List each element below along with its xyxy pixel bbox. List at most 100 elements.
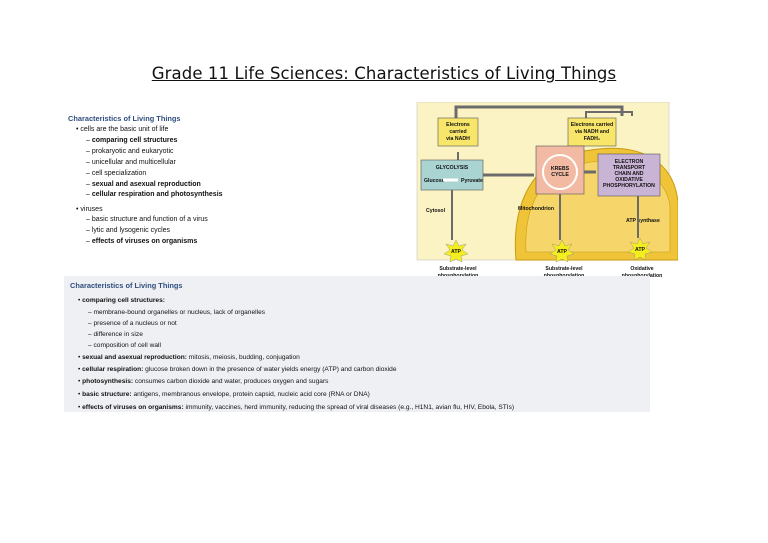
outline-text: unicellular and multicellular [91, 159, 176, 166]
outline-item: • viruses [76, 206, 103, 213]
details-bullet: – [88, 342, 94, 349]
outline-item: – effects of viruses on organisms [86, 238, 197, 245]
outline-bullet: – [86, 181, 92, 188]
krebs-cycle-ring [542, 154, 578, 190]
nadh-label: via NADH [446, 136, 470, 142]
outline-bullet: • [76, 206, 81, 213]
details-bullet: • [78, 391, 83, 398]
outline-item: – comparing cell structures [86, 137, 177, 144]
etc-label: PHOSPHORYLATION [603, 183, 655, 189]
fadh-label: FADH₂ [584, 136, 601, 142]
etc-label: ELECTRON [615, 159, 644, 165]
outline-text: comparing cell structures [91, 137, 178, 144]
details-bullet: – [88, 320, 94, 327]
details-text: antigens, membranous envelope, protein c… [131, 391, 370, 398]
outline-text: lytic and lysogenic cycles [91, 227, 171, 234]
outline-bullet: – [86, 238, 92, 245]
nadh-box [437, 117, 479, 147]
details-term: cellular respiration: [82, 366, 144, 373]
details-text: mitosis, meiosis, budding, conjugation [186, 354, 300, 361]
details-item: • basic structure: antigens, membranous … [78, 391, 370, 398]
atp-label: ATP [451, 249, 462, 255]
glucose-label: Glucose [424, 178, 445, 184]
details-panel: Characteristics of Living Things • compa… [64, 276, 650, 412]
details-item: • cellular respiration: glucose broken d… [78, 366, 397, 373]
details-term: photosynthesis: [82, 378, 134, 385]
fadh-label: via NADH and [575, 129, 609, 135]
phosphorylation-label: Substrate-level [439, 266, 477, 272]
fadh-label: Electrons carried [571, 122, 613, 128]
outline-heading: Characteristics of Living Things [68, 114, 181, 123]
outline-item: – cell specialization [86, 170, 146, 177]
atp-starburst-2: ATP [549, 239, 575, 263]
outline-text: prokaryotic and eukaryotic [91, 148, 174, 155]
etc-box [597, 153, 661, 197]
details-item: • comparing cell structures: [78, 297, 165, 304]
outline-text: viruses [80, 206, 103, 213]
outline-bullet: – [86, 159, 92, 166]
atp-label: ATP [557, 249, 568, 255]
etc-label: CHAIN AND [615, 171, 644, 177]
outline-item: – lytic and lysogenic cycles [86, 227, 170, 234]
outline-bullet: – [86, 191, 92, 198]
krebs-label: KREBS [551, 166, 570, 172]
cytosol-label: Cytosol [426, 208, 446, 214]
details-item: – difference in size [88, 331, 143, 338]
details-item: – presence of a nucleus or not [88, 320, 177, 327]
outline-item: – cellular respiration and photosynthesi… [86, 191, 223, 198]
etc-label: TRANSPORT [613, 165, 646, 171]
outline-item: • cells are the basic unit of life [76, 126, 168, 133]
atp-label: ATP [635, 247, 646, 253]
outline-bullet: – [86, 216, 92, 223]
details-bullet: – [88, 309, 94, 316]
details-item: • effects of viruses on organisms: immun… [78, 404, 514, 411]
outline-text: effects of viruses on organisms [91, 238, 198, 245]
details-bullet: • [78, 354, 83, 361]
details-bullet: • [78, 404, 83, 411]
details-item: • photosynthesis: consumes carbon dioxid… [78, 378, 328, 385]
outline-item: – basic structure and function of a viru… [86, 216, 208, 223]
details-bullet: • [78, 297, 83, 304]
page-title: Grade 11 Life Sciences: Characteristics … [151, 64, 617, 83]
outline-text: sexual and asexual reproduction [91, 181, 201, 188]
details-bullet: – [88, 331, 94, 338]
details-text: immunity, vaccines, herd immunity, reduc… [183, 404, 515, 411]
nadh-label: carried [449, 129, 466, 135]
outline-bullet: • [76, 126, 81, 133]
etc-label: OXIDATIVE [615, 177, 643, 183]
details-bullet: • [78, 366, 83, 373]
details-term: sexual and asexual reproduction: [82, 354, 187, 361]
details-bullet: • [78, 378, 83, 385]
outline-text: cell specialization [91, 170, 147, 177]
atp-starburst-3: ATP [627, 237, 653, 261]
glycolysis-label: GLYCOLYSIS [436, 165, 469, 171]
outline-bullet: – [86, 148, 92, 155]
details-term: comparing cell structures: [82, 297, 165, 304]
details-text: glucose broken down in the presence of w… [143, 366, 397, 373]
pyruvate-label: Pyruvate [461, 178, 483, 184]
mitochondrion-label: Mitochondrion [518, 206, 554, 212]
fadh-box [567, 117, 617, 147]
outline-text: cellular respiration and photosynthesis [91, 191, 223, 198]
atp-starburst-1: ATP [443, 239, 469, 263]
details-term: effects of viruses on organisms: [82, 404, 184, 411]
details-item: – composition of cell wall [88, 342, 161, 349]
atp-synthase-label: ATP synthase [626, 218, 660, 224]
outline-panel: Characteristics of Living Things • cells… [66, 114, 412, 249]
details-text: membrane-bound organelles or nucleus, la… [93, 309, 266, 316]
nadh-label: Electrons [446, 122, 470, 128]
outline-item: – prokaryotic and eukaryotic [86, 148, 174, 155]
details-text: composition of cell wall [93, 342, 161, 349]
outline-text: cells are the basic unit of life [80, 126, 169, 133]
details-heading: Characteristics of Living Things [70, 281, 183, 290]
outline-item: – unicellular and multicellular [86, 159, 176, 166]
phosphorylation-label: Oxidative [630, 266, 653, 272]
details-term: basic structure: [82, 391, 132, 398]
outline-bullet: – [86, 227, 92, 234]
details-text: difference in size [93, 331, 143, 338]
